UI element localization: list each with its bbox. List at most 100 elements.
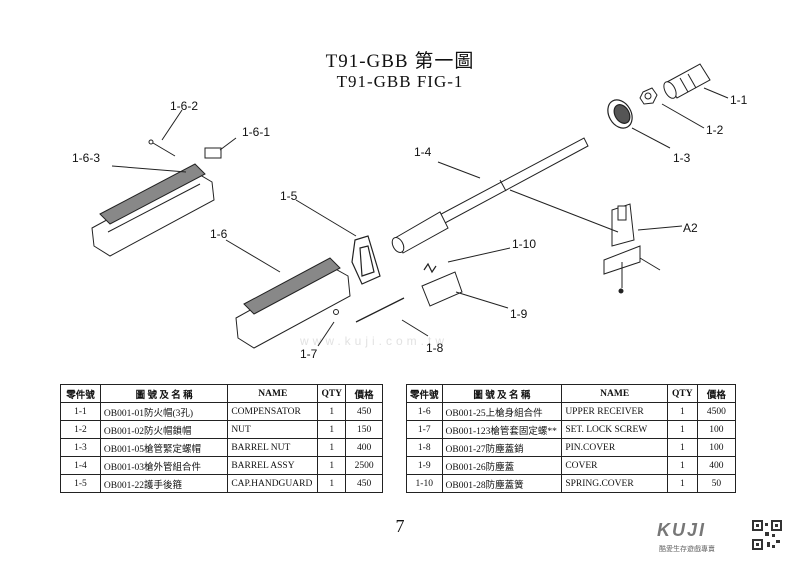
part-no: 1-4 bbox=[60, 456, 101, 475]
part-code: OB001-28防塵蓋簧 bbox=[441, 474, 563, 493]
part-code: OB001-25上槍身組合件 bbox=[441, 402, 563, 421]
part-qty: 1 bbox=[666, 456, 698, 475]
callout-1-10: 1-10 bbox=[512, 237, 536, 251]
part-code: OB001-03槍外管組合件 bbox=[99, 456, 229, 475]
table-row: 1-3 OB001-05槍管緊定螺帽 BARREL NUT 1 400 bbox=[60, 438, 383, 457]
part-price: 450 bbox=[345, 402, 383, 421]
leader-lines bbox=[111, 87, 729, 347]
part-qty: 1 bbox=[317, 438, 347, 457]
table-row: 1-4 OB001-03槍外管組合件 BARREL ASSY 1 2500 bbox=[60, 456, 383, 475]
part-qty: 1 bbox=[317, 456, 347, 475]
page-subtitle: T91-GBB FIG-1 bbox=[336, 72, 464, 91]
table-row: 1-10 OB001-28防塵蓋簧 SPRING.COVER 1 50 bbox=[406, 474, 737, 493]
part-price: 150 bbox=[345, 420, 383, 439]
part-price: 400 bbox=[696, 456, 737, 475]
part-name: COVER bbox=[561, 456, 668, 475]
watermark-text: www.kuji.com.tw bbox=[299, 334, 448, 348]
part-price: 4500 bbox=[696, 402, 737, 421]
page-title: T91-GBB 第一圖 bbox=[325, 51, 475, 72]
part-no: 1-3 bbox=[60, 438, 101, 457]
table-row: 1-7 OB001-123槍管套固定螺** SET. LOCK SCREW 1 … bbox=[406, 420, 737, 439]
part-name: CAP.HANDGUARD bbox=[227, 474, 319, 493]
part-qty: 1 bbox=[666, 438, 698, 457]
part-qty: 1 bbox=[666, 474, 698, 493]
part-price: 50 bbox=[696, 474, 737, 493]
small-screw-parts bbox=[148, 139, 222, 159]
part-code: OB001-02防火帽鎖帽 bbox=[99, 420, 229, 439]
brand-logo-text: KUJI bbox=[657, 520, 707, 540]
part-code: OB001-01防火帽(3孔) bbox=[99, 402, 229, 421]
part-price: 450 bbox=[345, 474, 383, 493]
table-row: 1-1 OB001-01防火帽(3孔) COMPENSATOR 1 450 bbox=[60, 402, 383, 421]
part-no: 1-6 bbox=[406, 402, 443, 421]
front-sight-part bbox=[603, 203, 661, 294]
part-no: 1-10 bbox=[406, 474, 443, 493]
barrel-part bbox=[391, 137, 589, 254]
table-header-row: 零件號 圖 號 及 名 稱 NAME QTY 價格 bbox=[60, 384, 383, 403]
brand-logo: KUJI 酷愛生存遊戲專賣 bbox=[657, 520, 747, 560]
part-no: 1-5 bbox=[60, 474, 101, 493]
compensator-part bbox=[663, 63, 711, 99]
part-no: 1-7 bbox=[406, 420, 443, 439]
part-name: PIN.COVER bbox=[561, 438, 668, 457]
part-name: BARREL NUT bbox=[227, 438, 319, 457]
part-qty: 1 bbox=[317, 474, 347, 493]
brand-slogan: 酷愛生存遊戲專賣 bbox=[659, 545, 715, 553]
part-price: 400 bbox=[345, 438, 383, 457]
callout-1-1: 1-1 bbox=[730, 93, 748, 107]
header-name: NAME bbox=[561, 384, 668, 403]
part-name: SET. LOCK SCREW bbox=[561, 420, 668, 439]
qr-code-icon bbox=[752, 520, 782, 550]
table-row: 1-2 OB001-02防火帽鎖帽 NUT 1 150 bbox=[60, 420, 383, 439]
part-name: BARREL ASSY bbox=[227, 456, 319, 475]
callout-1-6-3: 1-6-3 bbox=[72, 151, 100, 165]
part-code: OB001-05槍管緊定螺帽 bbox=[99, 438, 229, 457]
table-header-row: 零件號 圖 號 及 名 稱 NAME QTY 價格 bbox=[406, 384, 737, 403]
part-price: 100 bbox=[696, 438, 737, 457]
table-row: 1-6 OB001-25上槍身組合件 UPPER RECEIVER 1 4500 bbox=[406, 402, 737, 421]
page-number: 7 bbox=[395, 516, 405, 536]
part-qty: 1 bbox=[666, 420, 698, 439]
cover-spring-part bbox=[423, 262, 437, 274]
part-no: 1-2 bbox=[60, 420, 101, 439]
callout-1-8: 1-8 bbox=[426, 341, 444, 355]
callout-1-2: 1-2 bbox=[706, 123, 724, 137]
part-name: COMPENSATOR bbox=[227, 402, 319, 421]
table-row: 1-9 OB001-26防塵蓋 COVER 1 400 bbox=[406, 456, 737, 475]
cover-pin-part bbox=[355, 297, 405, 323]
header-price: 價格 bbox=[345, 384, 383, 403]
table-row: 1-5 OB001-22護手後箍 CAP.HANDGUARD 1 450 bbox=[60, 474, 383, 493]
barrel-nut-part bbox=[607, 99, 633, 129]
part-code: OB001-27防塵蓋銷 bbox=[441, 438, 563, 457]
part-no: 1-9 bbox=[406, 456, 443, 475]
part-no: 1-1 bbox=[60, 402, 101, 421]
exploded-parts-diagram: www.kuji.com.tw bbox=[72, 63, 748, 361]
header-qty: QTY bbox=[317, 384, 347, 403]
dust-cover-part bbox=[421, 271, 463, 307]
header-price: 價格 bbox=[696, 384, 737, 403]
part-code: OB001-22護手後箍 bbox=[99, 474, 229, 493]
part-name: NUT bbox=[227, 420, 319, 439]
callout-1-5: 1-5 bbox=[280, 189, 298, 203]
header-part-no: 零件號 bbox=[406, 384, 443, 403]
header-drawing-name: 圖 號 及 名 稱 bbox=[99, 384, 229, 403]
callout-1-6: 1-6 bbox=[210, 227, 228, 241]
callout-1-9: 1-9 bbox=[510, 307, 528, 321]
header-part-no: 零件號 bbox=[60, 384, 101, 403]
header-name: NAME bbox=[227, 384, 319, 403]
callout-1-7: 1-7 bbox=[300, 347, 318, 361]
parts-table-left: 零件號 圖 號 及 名 稱 NAME QTY 價格 1-1 OB001-01防火… bbox=[60, 384, 383, 493]
callout-a2: A2 bbox=[683, 221, 698, 235]
part-code: OB001-123槍管套固定螺** bbox=[441, 420, 563, 439]
header-drawing-name: 圖 號 及 名 稱 bbox=[441, 384, 563, 403]
part-name: SPRING.COVER bbox=[561, 474, 668, 493]
handguard-cap-part bbox=[351, 235, 381, 285]
part-price: 100 bbox=[696, 420, 737, 439]
upper-receiver-part bbox=[235, 257, 351, 349]
table-row: 1-8 OB001-27防塵蓋銷 PIN.COVER 1 100 bbox=[406, 438, 737, 457]
nut-part bbox=[639, 87, 658, 105]
callout-1-6-2: 1-6-2 bbox=[170, 99, 198, 113]
part-qty: 1 bbox=[317, 420, 347, 439]
header-qty: QTY bbox=[666, 384, 698, 403]
handguard-top-part bbox=[91, 163, 215, 257]
